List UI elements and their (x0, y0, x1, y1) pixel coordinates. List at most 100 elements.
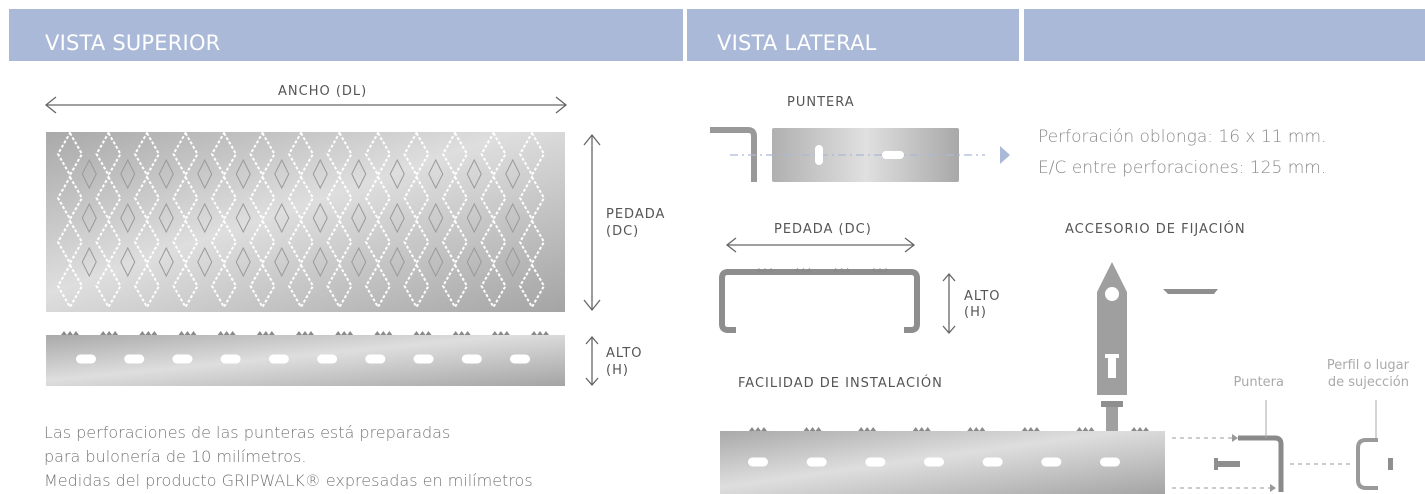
depth-label-1: PEDADA (606, 207, 666, 222)
spec-line-1: Perforación oblonga: 16 x 11 mm. (1038, 127, 1327, 147)
nosing-tooth (184, 331, 191, 335)
nosing-tooth (268, 331, 275, 335)
install-tooth (1143, 427, 1149, 431)
diamond-relief (505, 246, 521, 278)
diamond-perforation (403, 174, 430, 222)
profile-small-label-2: de sujección (1327, 375, 1409, 390)
header-side-view: VISTA LATERAL (687, 9, 1019, 61)
nose-label: PUNTERA (787, 95, 855, 110)
nosing-slot (124, 354, 145, 364)
fixing-label: ACCESORIO DE FIJACIÓN (1065, 222, 1246, 237)
diamond-relief (312, 246, 328, 278)
diamond-perforation (95, 218, 122, 266)
diamond-perforation (56, 218, 84, 266)
nosing-tooth (296, 331, 302, 335)
diamond-perforation (249, 174, 276, 222)
diamond-pattern (56, 130, 546, 310)
bolt-head (1214, 458, 1218, 470)
diamond-relief (428, 202, 444, 234)
diamond-perforation (364, 218, 392, 266)
install-tooth (924, 427, 931, 431)
nosing-tooth (112, 331, 119, 335)
nosing-tooth (145, 331, 152, 335)
nosing-tooth (67, 331, 73, 335)
note-line-2: para bulonería de 10 milímetros. (44, 447, 307, 466)
diamond-perforation (172, 218, 199, 266)
diamond-perforation (95, 262, 122, 310)
nosing-tooth (341, 331, 348, 335)
support-profile (1356, 438, 1378, 490)
header-third (1024, 9, 1425, 61)
install-tooth (973, 427, 980, 431)
diamond-relief (235, 202, 251, 234)
height-label-side-2: (H) (964, 305, 987, 320)
diamond-relief (351, 202, 367, 234)
profile-tooth (871, 268, 877, 272)
diamond-perforation (441, 218, 469, 266)
diamond-perforation (480, 218, 507, 266)
nosing-tooth (531, 331, 537, 335)
diamond-relief (274, 158, 290, 190)
height-label-top-1: ALTO (606, 346, 643, 361)
height-label-side-1: ALTO (964, 289, 1001, 304)
install-slot (1100, 457, 1120, 467)
height-arrow-top (585, 336, 599, 386)
diamond-perforation (133, 218, 161, 266)
install-slot (748, 457, 768, 467)
install-slot (806, 457, 827, 467)
profile-teeth (756, 268, 889, 272)
nosing-tooth (543, 331, 549, 335)
height-arrow-side (942, 273, 956, 334)
install-tooth (761, 427, 767, 431)
install-slot (1041, 457, 1062, 467)
install-tooth (749, 427, 755, 431)
diamond-perforation (518, 130, 546, 178)
diamond-relief (389, 158, 405, 190)
diamond-perforation (95, 130, 122, 178)
diamond-relief (428, 246, 444, 278)
oblong-hole-vertical (815, 145, 823, 165)
nosing-tooth (425, 331, 432, 335)
diamond-perforation (441, 174, 469, 222)
install-label: FACILIDAD DE INSTALACIÓN (738, 376, 943, 391)
profile-tooth (838, 268, 845, 272)
diamond-perforation (364, 174, 392, 222)
dash-arrowhead-2 (1270, 484, 1276, 492)
bolt (1216, 461, 1240, 467)
diamond-relief (312, 202, 328, 234)
diamond-perforation (56, 262, 84, 310)
diamond-perforation (172, 130, 199, 178)
diamond-relief (505, 158, 521, 190)
diamond-relief (158, 158, 174, 190)
width-arrow (44, 96, 568, 114)
diamond-relief (197, 158, 213, 190)
profile-tooth (883, 268, 889, 272)
install-tooth (755, 427, 761, 431)
install-tooth (967, 427, 974, 431)
profile-tooth (844, 268, 851, 272)
install-tooth (864, 427, 871, 431)
fixing-accessory (1097, 262, 1218, 431)
tread-width-arrow (725, 237, 916, 253)
depth-label-2: (DC) (606, 224, 640, 239)
width-label: ANCHO (DL) (278, 84, 368, 99)
install-slots (748, 457, 1120, 467)
oblong-hole-horizontal (882, 151, 904, 159)
profile-tooth (762, 268, 768, 272)
diamond-perforation (133, 262, 161, 310)
install-tooth (1021, 427, 1028, 431)
nosing-tooth (262, 331, 269, 335)
install-tooth (809, 427, 816, 431)
diamond-perforation (287, 130, 315, 178)
install-tooth (1033, 427, 1040, 431)
nosing-tooth (335, 331, 342, 335)
nosing-tooth (419, 331, 426, 335)
nosing-tooth (413, 331, 420, 335)
diamond-relief (158, 246, 174, 278)
diamond-perforation (441, 130, 469, 178)
diamond-relief (274, 202, 290, 234)
diamond-perforation (326, 130, 353, 178)
profile-tooth (832, 268, 839, 272)
nosing-tooth (458, 331, 465, 335)
